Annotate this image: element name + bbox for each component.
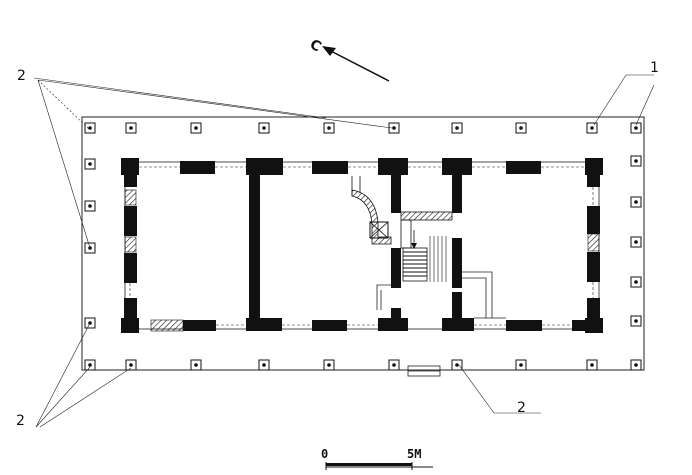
- callout-label-2-bottom-left: 2: [16, 413, 25, 429]
- colonnade-post: [388, 359, 400, 371]
- colonnade-post: [190, 122, 202, 134]
- north-arrow: С: [307, 36, 390, 82]
- left-wall-hatched: [124, 189, 137, 253]
- callout-label-1: 1: [650, 60, 659, 76]
- colonnade-post: [388, 122, 400, 134]
- colonnade-post: [125, 122, 137, 134]
- colonnade-post: [630, 359, 642, 371]
- colonnade-post: [630, 155, 642, 167]
- platform-outline: [81, 116, 645, 371]
- bottom-hatched-panel: [150, 319, 184, 332]
- colonnade-post: [451, 359, 463, 371]
- scale-zero-label: 0: [321, 447, 328, 461]
- right-wall-hatched: [587, 233, 600, 252]
- colonnade-post: [515, 359, 527, 371]
- colonnade-post: [586, 122, 598, 134]
- colonnade-post: [125, 359, 137, 371]
- colonnade-post: [84, 158, 96, 170]
- left-wall: [124, 175, 137, 318]
- callout-label-2-bottom-center: 2: [517, 400, 526, 416]
- colonnade-post: [586, 359, 598, 371]
- callout-leaders: [33, 74, 655, 428]
- stair-landing: [376, 284, 391, 310]
- colonnade-post: [630, 122, 642, 134]
- colonnade-posts: [84, 122, 642, 371]
- colonnade-post: [630, 236, 642, 248]
- bottom-wall: [121, 318, 603, 333]
- colonnade-post: [515, 122, 527, 134]
- colonnade-post: [190, 359, 202, 371]
- colonnade-post: [451, 122, 463, 134]
- colonnade-post: [84, 359, 96, 371]
- top-wall: [121, 158, 603, 175]
- colonnade-post: [323, 359, 335, 371]
- callout-label-2-top-left: 2: [17, 68, 26, 84]
- right-wall: [587, 175, 600, 318]
- colonnade-post: [258, 122, 270, 134]
- colonnade-post: [630, 315, 642, 327]
- colonnade-post: [84, 200, 96, 212]
- colonnade-post: [630, 276, 642, 288]
- staircase: [400, 211, 453, 282]
- scale-end-label: 5М: [407, 447, 421, 461]
- entrance-steps: [407, 365, 441, 377]
- colonnade-post: [323, 122, 335, 134]
- interior-walls: [249, 175, 462, 318]
- colonnade-post: [630, 196, 642, 208]
- colonnade-post: [84, 122, 96, 134]
- colonnade-post: [258, 359, 270, 371]
- window-lines: [129, 166, 594, 326]
- building-outline: [124, 161, 600, 330]
- north-arrow-letter: С: [307, 36, 324, 55]
- scale-bar: 0 5М: [321, 447, 433, 470]
- entry-annex: [462, 271, 506, 319]
- curved-stair-wall: [351, 176, 392, 245]
